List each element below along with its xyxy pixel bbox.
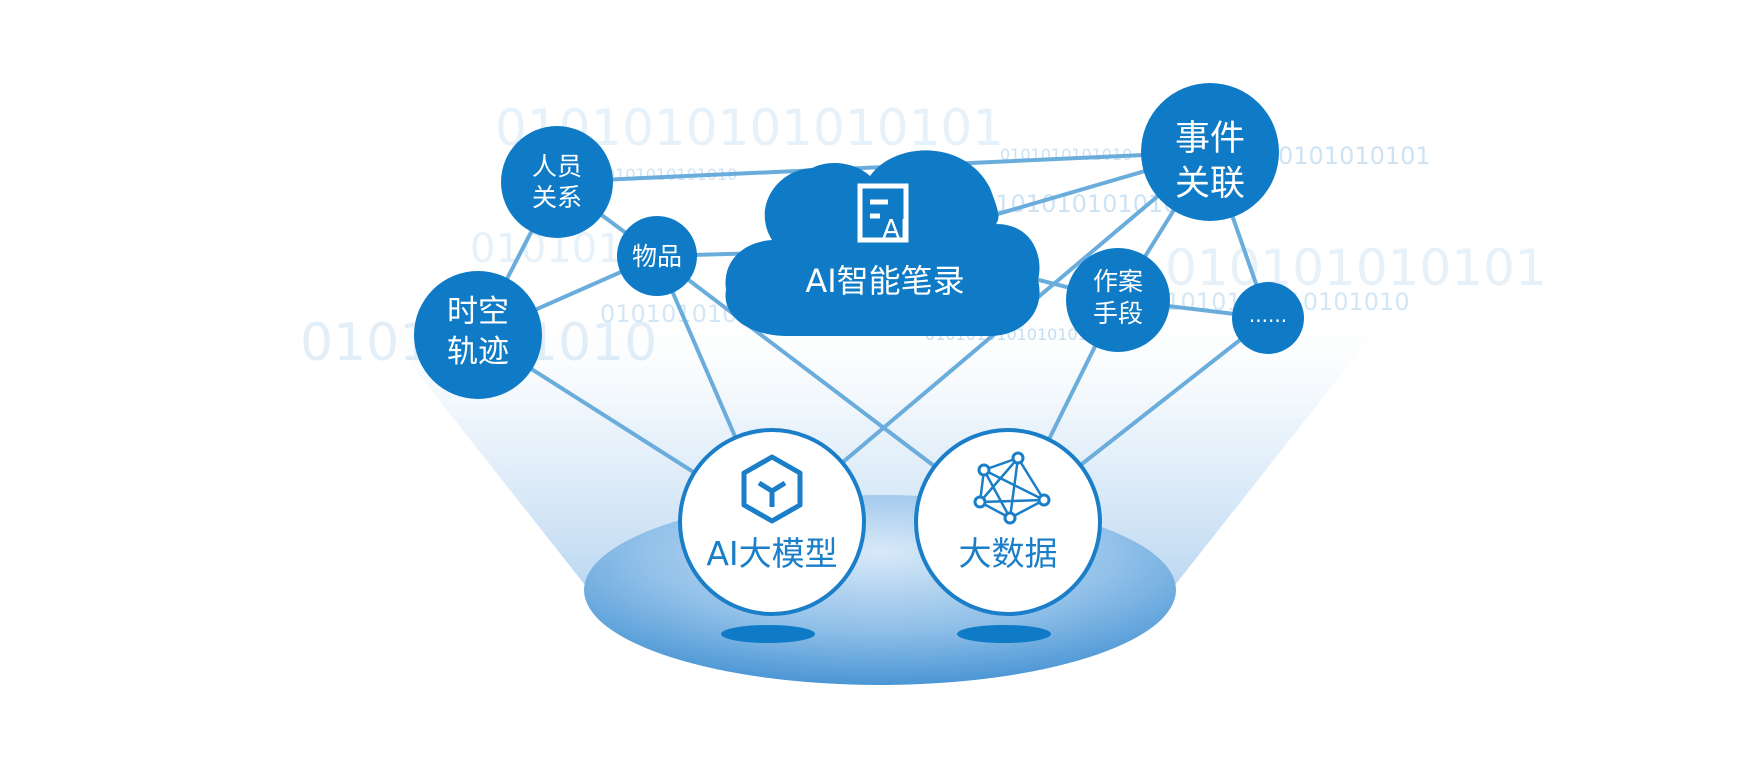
binary-text-right-far: 010101010101 (1165, 239, 1547, 297)
node-shikong[interactable]: 时空 轨迹 (414, 271, 542, 399)
node-shijian-line1: 事件 (1175, 119, 1245, 159)
binary-text-left-low2: 1010 (525, 313, 657, 373)
node-shikong-line1: 时空 (447, 294, 509, 330)
base-big-data-shadow (957, 625, 1051, 643)
node-shijian[interactable]: 事件 关联 (1141, 83, 1279, 221)
node-zuoan[interactable]: 作案 手段 (1066, 248, 1170, 352)
base-ai-model-shadow (721, 625, 815, 643)
binary-text-left-low: 0101 (300, 313, 432, 373)
node-wupin-label: 物品 (632, 242, 682, 271)
binary-text-right-top: 0101010101 (1278, 142, 1431, 170)
node-shijian-circle (1141, 83, 1279, 221)
cloud-shape (725, 150, 1040, 336)
node-zuoan-line1: 作案 (1093, 267, 1143, 296)
node-shijian-line2: 关联 (1175, 164, 1245, 204)
node-renyuan-line2: 关系 (532, 183, 582, 212)
base-big-data-label: 大数据 (959, 534, 1058, 573)
cloud-ai-notes[interactable]: AI AI智能笔录 (725, 150, 1040, 336)
node-wupin[interactable]: 物品 (617, 216, 697, 296)
node-renyuan-circle (501, 126, 613, 238)
base-ai-model[interactable]: AI大模型 (678, 428, 866, 643)
cloud-label: AI智能笔录 (805, 262, 964, 300)
node-shikong-line2: 轨迹 (447, 334, 509, 370)
node-shikong-circle (414, 271, 542, 399)
node-wupin-circle (617, 216, 697, 296)
node-zuoan-circle (1066, 248, 1170, 352)
node-more-label: ...... (1249, 303, 1287, 327)
base-ai-model-label: AI大模型 (706, 534, 837, 573)
ai-document-icon-letters: AI (882, 215, 907, 245)
cube-icon (741, 454, 803, 524)
base-big-data[interactable]: 大数据 (914, 428, 1102, 643)
node-renyuan[interactable]: 人员 关系 (501, 126, 613, 238)
node-zuoan-line2: 手段 (1093, 299, 1143, 328)
edge-shijian-aimodel (770, 150, 1212, 524)
ai-document-icon (857, 183, 909, 243)
light-beam (360, 300, 1400, 585)
network-icon (973, 451, 1051, 525)
binary-background: 0101010101010101 0101010101 010101010101… (300, 99, 1547, 373)
node-more[interactable]: ...... (1232, 282, 1304, 354)
node-renyuan-line1: 人员 (532, 152, 582, 181)
node-more-circle (1232, 282, 1304, 354)
